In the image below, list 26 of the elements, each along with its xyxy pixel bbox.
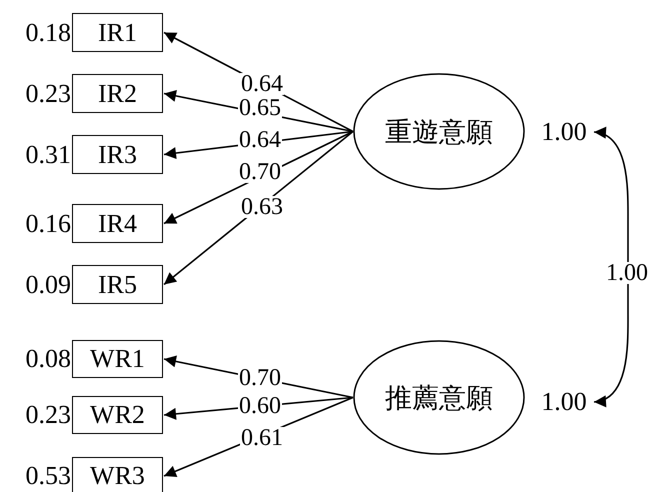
edge-label: 1.00 <box>605 262 649 284</box>
indicator-box: IR4 <box>72 204 163 243</box>
error-variance-label: 0.09 <box>26 270 71 300</box>
indicator-box: IR3 <box>72 135 163 174</box>
edge-label: 0.65 <box>238 97 282 119</box>
error-variance-label: 0.18 <box>26 18 71 48</box>
indicator-box: WR2 <box>72 396 163 434</box>
error-variance-label: 0.23 <box>26 78 71 108</box>
error-variance-label: 0.53 <box>26 461 71 491</box>
edge-label: 0.64 <box>240 73 284 95</box>
variance-label: 1.00 <box>536 384 592 420</box>
variance-label: 1.00 <box>536 114 592 150</box>
indicator-box: IR1 <box>72 13 163 52</box>
indicator-box: IR2 <box>72 74 163 113</box>
indicator-box: WR3 <box>72 457 163 492</box>
latent-variable-ellipse: 重遊意願 <box>353 73 525 190</box>
indicator-box: IR5 <box>72 265 163 304</box>
correlation-arrow <box>594 128 629 406</box>
edge-label: 0.63 <box>240 196 284 218</box>
error-variance-label: 0.23 <box>26 400 71 430</box>
edge-label: 0.70 <box>238 161 282 183</box>
error-variance-label: 0.16 <box>26 208 71 238</box>
error-variance-label: 0.31 <box>26 140 71 170</box>
latent-variable-ellipse: 推薦意願 <box>353 340 525 455</box>
indicator-box: WR1 <box>72 340 163 378</box>
error-variance-label: 0.08 <box>26 344 71 374</box>
